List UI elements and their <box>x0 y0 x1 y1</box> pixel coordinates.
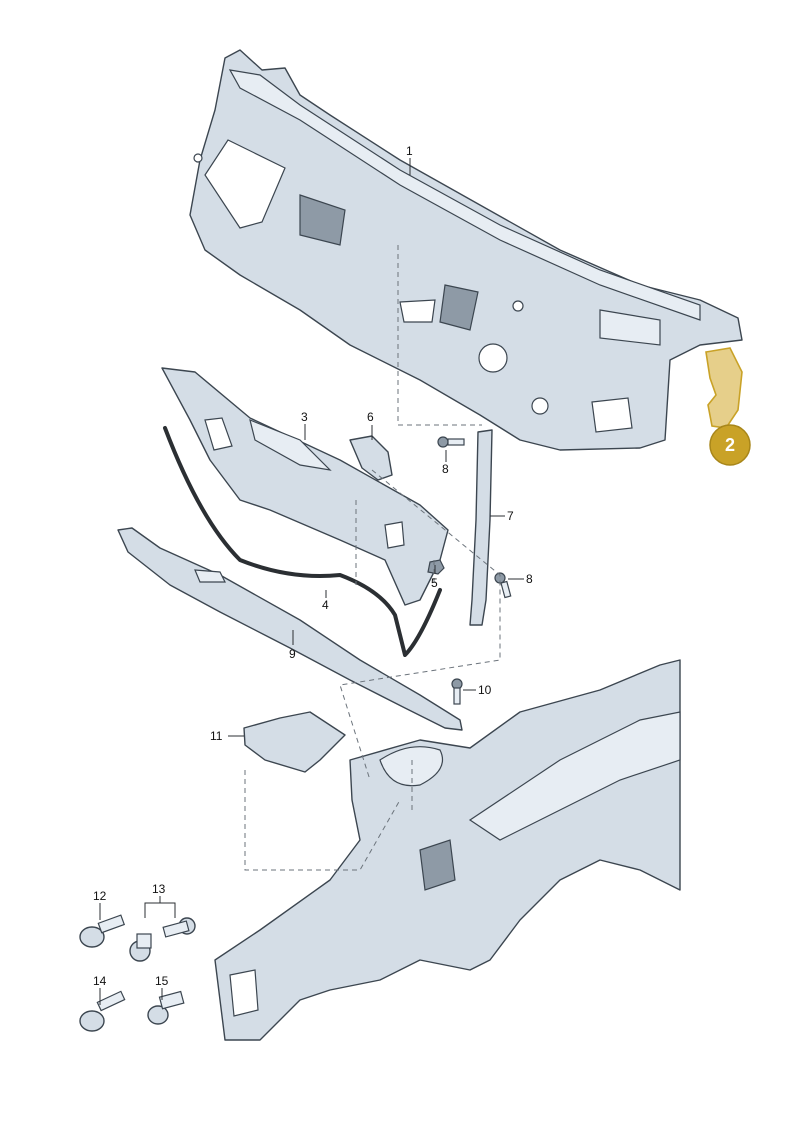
seal-strip-part-4 <box>163 426 442 657</box>
nut-part-5 <box>427 559 445 575</box>
cross-member-part-9-top <box>194 569 226 583</box>
highlighted-part-2: 2 <box>705 347 751 466</box>
bolt-part-8-upper <box>437 436 465 448</box>
trim-panel-part-3 <box>161 367 449 606</box>
screw-part-12 <box>79 914 126 948</box>
leader-lines <box>99 158 524 1005</box>
bracket-plate-part-11 <box>243 711 346 773</box>
callout-14: 14 <box>93 974 107 988</box>
callout-12: 12 <box>93 889 107 903</box>
bolt-part-8-lower <box>494 572 512 599</box>
callout-6: 6 <box>367 410 374 424</box>
clip-part-13-b <box>162 917 196 938</box>
callout-13: 13 <box>152 882 166 896</box>
callout-10: 10 <box>478 683 492 697</box>
bolt-part-10 <box>451 678 463 705</box>
strut-brace-part-7 <box>469 429 493 626</box>
part-2-badge <box>709 424 751 466</box>
callout-5: 5 <box>431 576 438 590</box>
callout-11: 11 <box>210 729 223 743</box>
callout-labels: 1 3 4 5 6 7 8 8 9 10 11 12 13 14 15 <box>93 144 533 988</box>
callout-8-lower: 8 <box>526 572 533 586</box>
part-2-badge-label: 2 <box>725 435 735 455</box>
plenum-panel-part-1 <box>189 49 743 451</box>
callout-8-upper: 8 <box>442 462 449 476</box>
clip-part-13-a <box>129 933 152 962</box>
callout-15: 15 <box>155 974 169 988</box>
callout-3: 3 <box>301 410 308 424</box>
callout-1: 1 <box>406 144 413 158</box>
assembly-guide-lines <box>244 245 501 871</box>
clip-part-15 <box>147 990 185 1025</box>
highlighted-part-2-shape <box>705 347 743 429</box>
rivet-part-14 <box>79 990 126 1032</box>
callout-4: 4 <box>322 598 329 612</box>
body-side-structure <box>214 659 681 1041</box>
callout-7: 7 <box>507 509 514 523</box>
callout-9: 9 <box>289 647 296 661</box>
